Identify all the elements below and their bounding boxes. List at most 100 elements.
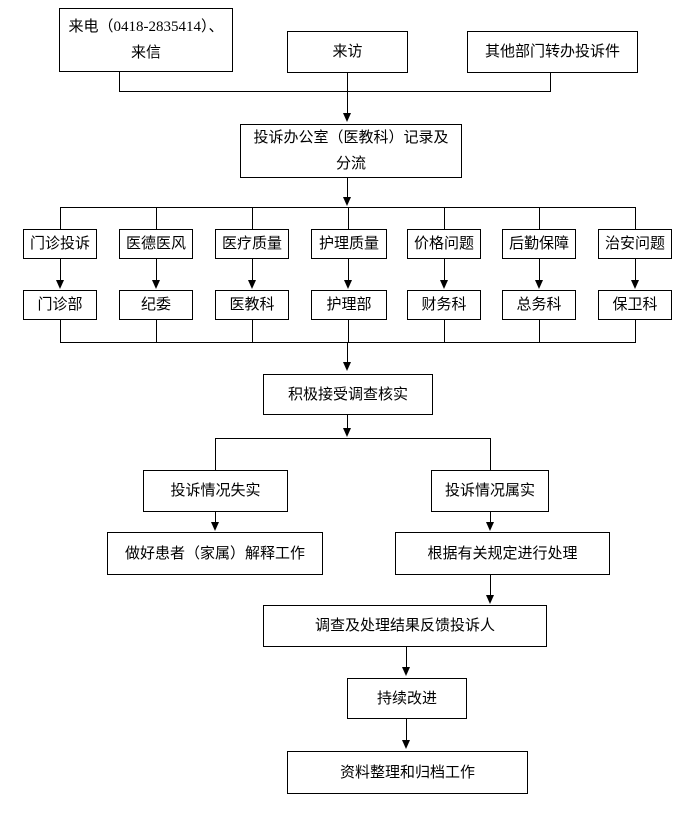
node-verify: 积极接受调查核实 [263, 374, 433, 415]
node-dept-6: 总务科 [502, 290, 576, 320]
arrowhead-down-icon [440, 280, 448, 289]
node-label: 医教科 [229, 297, 275, 313]
connector-dept-to-bus [60, 320, 61, 342]
node-label: 医德医风 [125, 236, 186, 252]
node-source-phone-letter: 来电（0418-2835414）、 来信 [59, 8, 233, 72]
connector-merge-bus [60, 342, 636, 343]
arrowhead-down-icon [152, 280, 160, 289]
connector-dept-to-bus [156, 320, 157, 342]
node-label: 来电（0418-2835414）、 [68, 19, 224, 35]
node-feedback: 调查及处理结果反馈投诉人 [263, 605, 547, 647]
connector-visit-down [347, 73, 348, 113]
node-source-visit: 来访 [287, 31, 408, 73]
connector-improve-down [406, 719, 407, 740]
node-label: 积极接受调查核实 [287, 386, 408, 403]
node-dept-2: 纪委 [119, 290, 193, 320]
node-category-4: 护理质量 [311, 229, 387, 259]
node-source-transfer: 其他部门转办投诉件 [467, 31, 638, 73]
node-label: 投诉情况失实 [170, 483, 261, 499]
node-category-6: 后勤保障 [502, 229, 576, 259]
connector-dept-to-bus [635, 320, 636, 342]
node-category-3: 医疗质量 [215, 229, 289, 259]
node-intake-office: 投诉办公室（医教科）记录及 分流 [240, 124, 462, 178]
node-label: 门诊部 [37, 297, 83, 313]
connector-category-to-dept [635, 259, 636, 280]
connector-untrue-down [215, 512, 216, 522]
connector-transfer-down [550, 73, 551, 91]
connector-branch-right [490, 438, 491, 470]
node-label: 保卫科 [612, 297, 658, 313]
node-dept-5: 财务科 [407, 290, 481, 320]
arrowhead-down-icon [343, 428, 351, 437]
node-category-5: 价格问题 [407, 229, 481, 259]
connector-handle-down [490, 575, 491, 595]
connector-sources-merge [119, 91, 551, 92]
connector-phone-down [119, 72, 120, 91]
node-label: 财务科 [421, 297, 467, 313]
connector-bus-to-category [635, 207, 636, 229]
connector-branch-left [215, 438, 216, 470]
node-label: 来访 [332, 44, 363, 60]
node-label: 分流 [335, 156, 366, 172]
arrowhead-down-icon [402, 740, 410, 749]
connector-bus-to-category [156, 207, 157, 229]
node-label: 治安问题 [604, 236, 665, 252]
node-dept-1: 门诊部 [23, 290, 97, 320]
node-label: 做好患者（家属）解释工作 [124, 545, 305, 562]
node-complaint-true: 投诉情况属实 [431, 470, 549, 512]
arrowhead-down-icon [56, 280, 64, 289]
arrowhead-down-icon [486, 595, 494, 604]
connector-intake-down [347, 178, 348, 197]
connector-branch-split [215, 438, 491, 439]
node-archive: 资料整理和归档工作 [287, 751, 528, 794]
node-dept-4: 护理部 [311, 290, 387, 320]
arrowhead-down-icon [486, 522, 494, 531]
arrowhead-down-icon [343, 197, 351, 206]
connector-feedback-down [406, 647, 407, 667]
connector-verify-down [347, 415, 348, 428]
node-label: 根据有关规定进行处理 [427, 545, 578, 562]
connector-dept-to-bus [252, 320, 253, 342]
node-label: 调查及处理结果反馈投诉人 [314, 618, 495, 634]
node-category-2: 医德医风 [119, 229, 193, 259]
arrowhead-down-icon [248, 280, 256, 289]
connector-bus-to-category [252, 207, 253, 229]
node-category-7: 治安问题 [598, 229, 672, 259]
connector-bus-to-category [444, 207, 445, 229]
connector-merge-down [347, 343, 348, 362]
node-handle-per-rules: 根据有关规定进行处理 [395, 532, 610, 575]
connector-dept-to-bus [348, 320, 349, 342]
connector-bus-to-category [539, 207, 540, 229]
arrowhead-down-icon [343, 362, 351, 371]
connector-dept-to-bus [444, 320, 445, 342]
node-label: 总务科 [516, 297, 562, 313]
node-label: 护理质量 [318, 236, 379, 252]
node-label: 投诉办公室（医教科）记录及 [253, 130, 449, 146]
connector-bus-to-category [60, 207, 61, 229]
node-label: 投诉情况属实 [444, 483, 535, 499]
node-improve: 持续改进 [347, 678, 467, 719]
arrowhead-down-icon [344, 280, 352, 289]
connector-dept-to-bus [539, 320, 540, 342]
connector-category-to-dept [156, 259, 157, 280]
arrowhead-down-icon [343, 113, 351, 122]
node-label: 其他部门转办投诉件 [484, 44, 620, 60]
arrowhead-down-icon [211, 522, 219, 531]
node-explain-to-patient: 做好患者（家属）解释工作 [107, 532, 323, 575]
connector-category-to-dept [252, 259, 253, 280]
node-label: 医疗质量 [221, 236, 282, 252]
arrowhead-down-icon [535, 280, 543, 289]
node-complaint-untrue: 投诉情况失实 [143, 470, 288, 512]
connector-category-to-dept [60, 259, 61, 280]
node-label: 纪委 [140, 297, 171, 313]
node-dept-3: 医教科 [215, 290, 289, 320]
arrowhead-down-icon [631, 280, 639, 289]
node-dept-7: 保卫科 [598, 290, 672, 320]
node-label: 后勤保障 [508, 236, 569, 252]
connector-true-down [490, 512, 491, 522]
node-label: 护理部 [326, 297, 372, 313]
node-label: 来信 [130, 45, 161, 61]
node-label: 价格问题 [413, 236, 474, 252]
node-label: 资料整理和归档工作 [339, 764, 475, 781]
